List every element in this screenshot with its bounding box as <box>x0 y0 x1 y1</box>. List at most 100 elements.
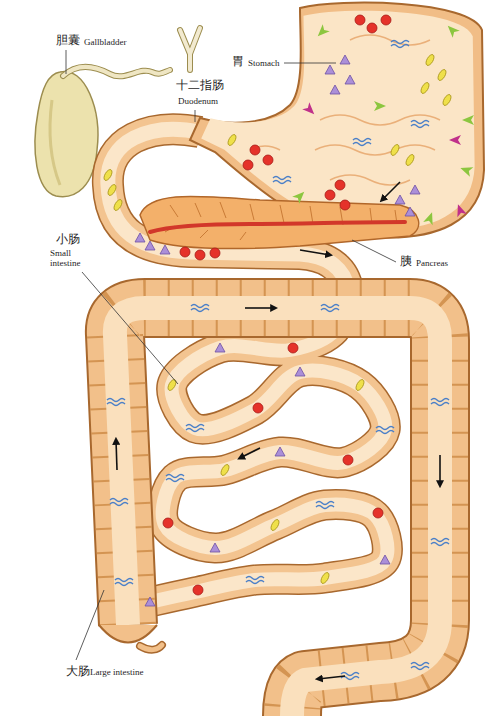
flow-arrow <box>300 250 330 255</box>
organ-label-chinese: 大肠 <box>66 664 90 678</box>
purple-particle <box>145 597 155 606</box>
fluid-wave <box>316 502 334 509</box>
red-particle <box>263 155 273 165</box>
red-particle <box>343 455 353 465</box>
colon-haustra <box>115 308 440 716</box>
label-slot: Gallbladder <box>84 37 126 48</box>
label-slot: 胆囊 <box>56 33 80 47</box>
cystic-duct <box>63 67 170 77</box>
green-arrow <box>462 115 474 125</box>
purple-particle <box>345 75 355 84</box>
red-particle <box>180 247 190 257</box>
purple-particle <box>135 233 145 242</box>
organ-label-chinese: 十二指肠 <box>176 78 224 92</box>
green-arrow <box>423 211 437 226</box>
green-arrow <box>314 24 330 40</box>
yellow-particle <box>219 463 230 476</box>
fluid-wave <box>411 663 429 670</box>
flow-arrow <box>116 440 117 470</box>
leader-line <box>352 240 396 262</box>
organ-label-english: Small intestine <box>50 248 94 269</box>
flow-arrow <box>240 448 260 458</box>
content-symbols <box>102 15 474 680</box>
fluid-wave <box>321 305 339 312</box>
red-particle <box>250 145 260 155</box>
green-arrow <box>459 163 474 177</box>
purple-particle <box>160 245 170 254</box>
leader-line <box>195 110 196 122</box>
stomach-lining <box>201 11 474 229</box>
fluid-wave <box>246 577 264 584</box>
yellow-particle <box>106 183 117 196</box>
yellow-particle <box>404 153 415 166</box>
purple-particle <box>395 195 405 204</box>
flow-arrow <box>439 455 441 485</box>
flow-arrow <box>318 676 345 679</box>
purple-particle <box>405 207 415 216</box>
large-intestine-wall <box>115 308 440 716</box>
purple-particle <box>340 55 350 64</box>
stomach-rugae <box>250 35 440 185</box>
red-particle <box>253 403 263 413</box>
label-slot: 胃 <box>232 54 244 68</box>
fluid-wave <box>107 399 125 406</box>
green-arrow <box>444 22 460 38</box>
leader-line <box>66 50 67 74</box>
fluid-wave <box>186 425 204 432</box>
red-particle <box>288 343 298 353</box>
purple-particle <box>145 241 155 250</box>
red-particle <box>355 15 365 25</box>
organ-label-english: Stomach <box>248 58 280 69</box>
fluid-wave <box>431 399 449 406</box>
yellow-particle <box>441 93 452 106</box>
hepatic-duct <box>180 28 200 70</box>
organ-label-chinese: 小肠 <box>56 232 80 246</box>
yellow-particle <box>112 198 123 211</box>
gallbladder <box>35 71 98 196</box>
yellow-particle <box>102 168 113 181</box>
leader-lines <box>66 50 396 660</box>
label-slot: Pancreas <box>416 258 448 269</box>
red-particle <box>210 248 220 258</box>
red-particle <box>243 160 253 170</box>
purple-particle <box>330 85 340 94</box>
red-particle <box>325 190 335 200</box>
fluid-wave <box>110 499 128 506</box>
yellow-particle <box>226 133 237 146</box>
label-slot: Large intestine <box>90 667 144 678</box>
cystic-duct-inner <box>63 67 170 77</box>
magenta-arrow <box>453 203 467 218</box>
label-slot: Stomach <box>248 58 280 69</box>
fluid-wave <box>391 41 409 48</box>
flow-arrow <box>245 307 275 309</box>
red-particle <box>340 200 350 210</box>
yellow-particle <box>424 53 435 66</box>
organ-label-chinese: 胃 <box>232 54 244 68</box>
purple-particle <box>325 65 335 74</box>
magenta-arrow <box>449 135 461 145</box>
yellow-particle <box>269 518 280 531</box>
label-slot: 小肠 <box>56 232 80 246</box>
fluid-wave <box>166 475 184 482</box>
label-slot: Small intestine <box>50 248 94 269</box>
leader-line <box>82 272 178 384</box>
yellow-particle <box>389 143 400 156</box>
flow-arrow <box>382 182 400 200</box>
label-slot: 十二指肠 <box>176 78 224 92</box>
pancreas <box>140 196 419 248</box>
organ-label-chinese: 胰 <box>400 254 412 268</box>
label-slot: 胰 <box>400 254 412 268</box>
appendix-wall <box>140 645 162 650</box>
red-particle <box>373 508 383 518</box>
fluid-wave <box>431 539 449 546</box>
gallbladder-shade <box>50 100 60 185</box>
leader-line <box>284 63 336 64</box>
red-particle <box>193 585 203 595</box>
yellow-particle <box>319 571 330 584</box>
fluid-wave <box>115 579 133 586</box>
purple-particle <box>215 343 225 352</box>
purple-particle <box>295 367 305 376</box>
organ-label-chinese: 胆囊 <box>56 33 80 47</box>
fluid-wave <box>411 121 429 128</box>
